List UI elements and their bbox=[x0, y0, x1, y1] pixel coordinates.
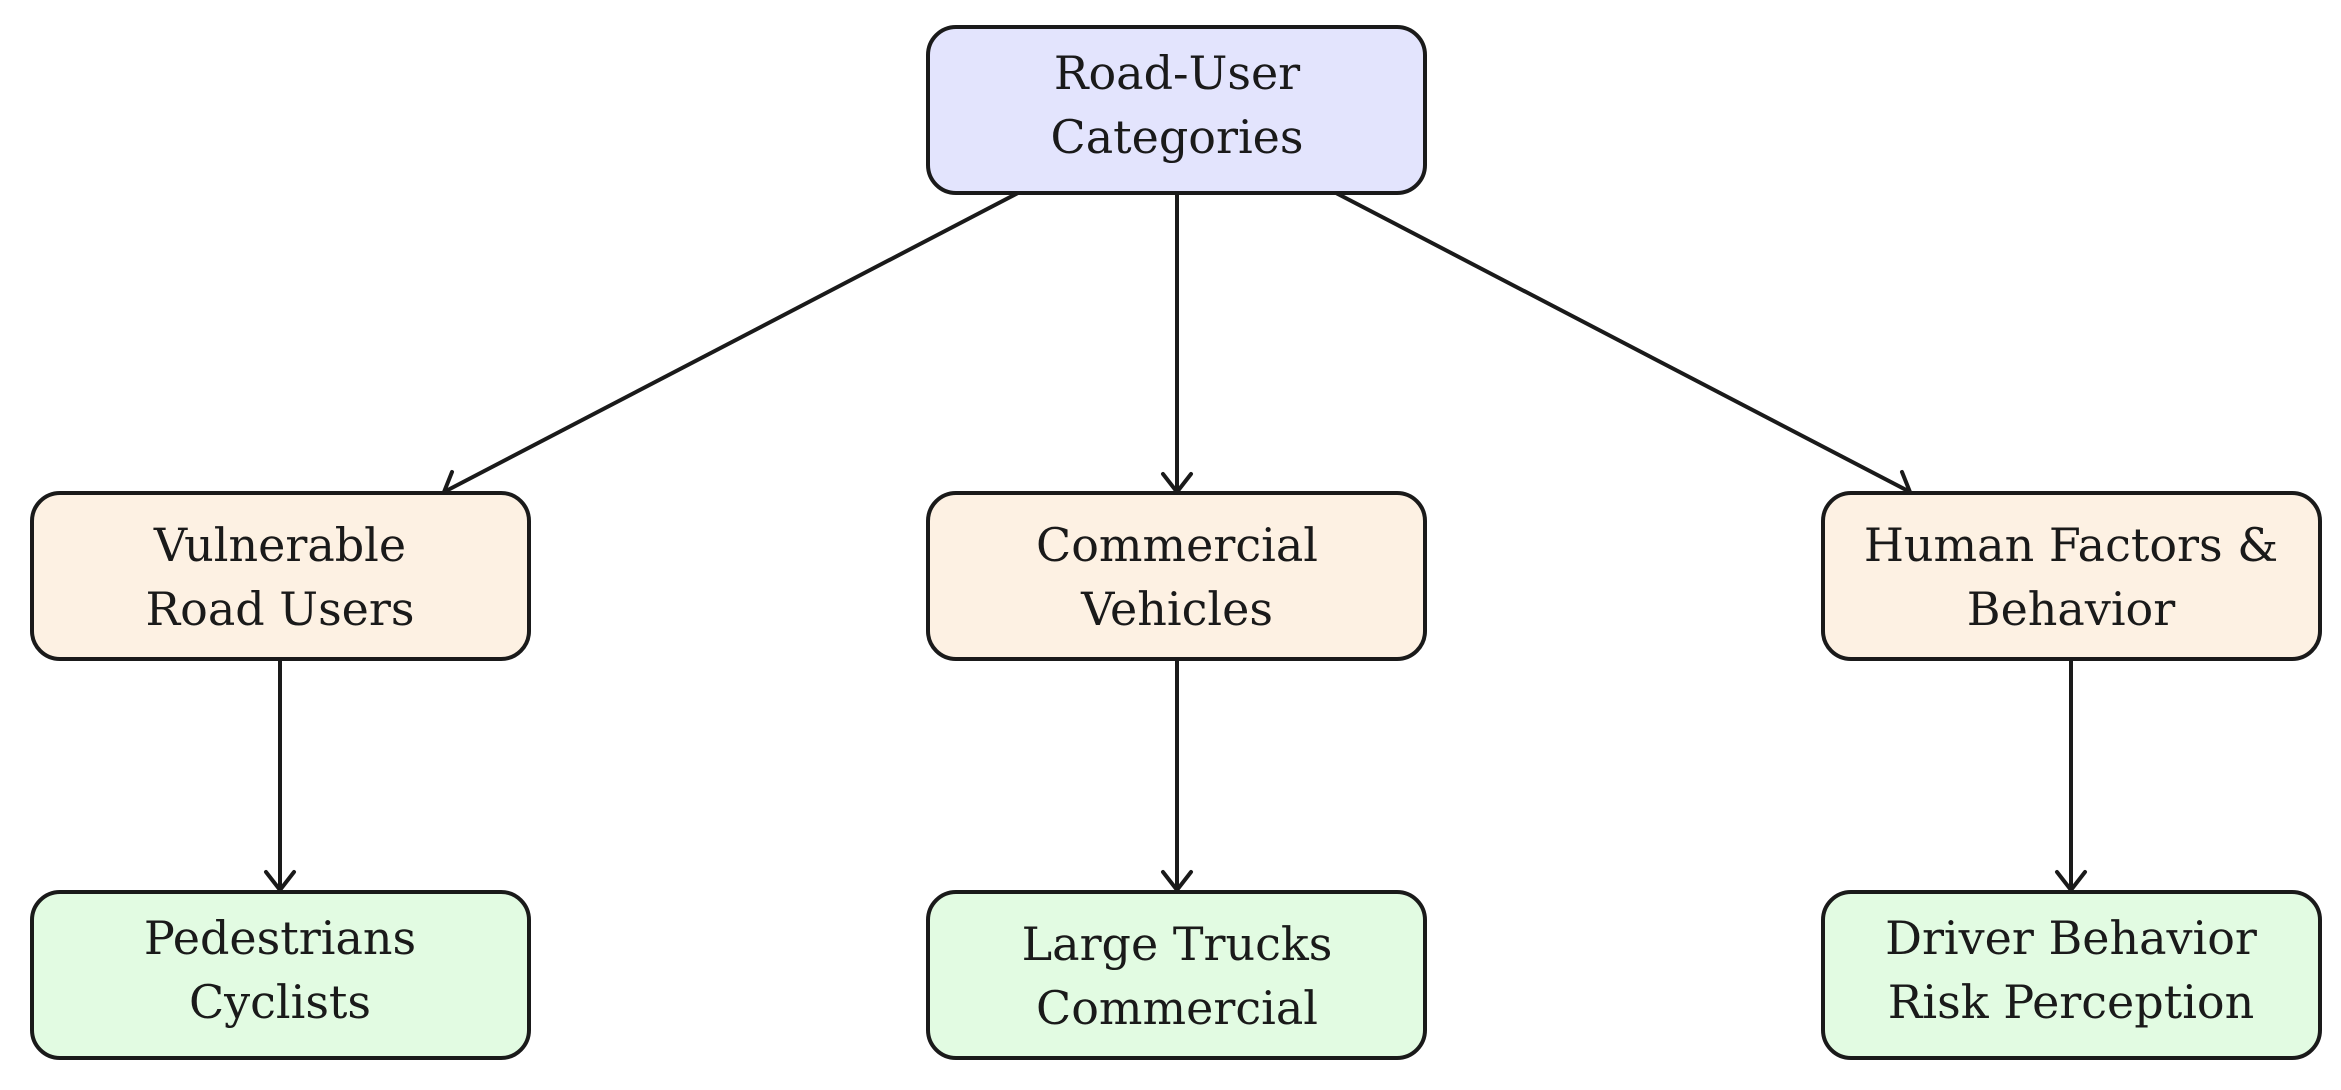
node-vulnerable-label-line1: Vulnerable bbox=[153, 518, 406, 572]
node-driver-box bbox=[1821, 890, 2322, 1060]
node-driver-label-line2: Risk Perception bbox=[1888, 975, 2255, 1029]
node-pedestrians: Pedestrians Cyclists bbox=[30, 890, 531, 1060]
node-human-box bbox=[1821, 491, 2322, 661]
node-root-label-line2: Categories bbox=[1051, 110, 1304, 164]
node-trucks-box bbox=[926, 890, 1427, 1060]
node-commercial: Commercial Vehicles bbox=[926, 491, 1427, 661]
node-vulnerable-box bbox=[30, 491, 531, 661]
node-trucks-label-line1: Large Trucks bbox=[1022, 917, 1333, 971]
node-human-label-line2: Behavior bbox=[1967, 582, 2175, 636]
node-human-label-line1: Human Factors & bbox=[1864, 518, 2278, 572]
node-trucks-label-line2: Commercial bbox=[1036, 981, 1318, 1035]
node-pedestrians-label-line1: Pedestrians bbox=[144, 911, 416, 965]
node-commercial-label-line2: Vehicles bbox=[1080, 582, 1273, 636]
node-pedestrians-label-line2: Cyclists bbox=[189, 975, 371, 1029]
edge-root-vulnerable bbox=[443, 191, 1019, 494]
node-vulnerable: Vulnerable Road Users bbox=[30, 491, 531, 661]
node-root: Road-User Categories bbox=[926, 25, 1427, 195]
node-pedestrians-box bbox=[30, 890, 531, 1060]
node-vulnerable-label-line2: Road Users bbox=[145, 582, 414, 636]
node-driver: Driver Behavior Risk Perception bbox=[1821, 890, 2322, 1060]
node-commercial-box bbox=[926, 491, 1427, 661]
edge-root-human bbox=[1335, 191, 1911, 494]
node-root-label-line1: Road-User bbox=[1054, 46, 1300, 100]
node-driver-label-line1: Driver Behavior bbox=[1885, 911, 2257, 965]
node-root-box bbox=[926, 25, 1427, 195]
node-commercial-label-line1: Commercial bbox=[1036, 518, 1318, 572]
edges bbox=[264, 191, 2087, 894]
node-trucks: Large Trucks Commercial bbox=[926, 890, 1427, 1060]
node-human: Human Factors & Behavior bbox=[1821, 491, 2322, 661]
